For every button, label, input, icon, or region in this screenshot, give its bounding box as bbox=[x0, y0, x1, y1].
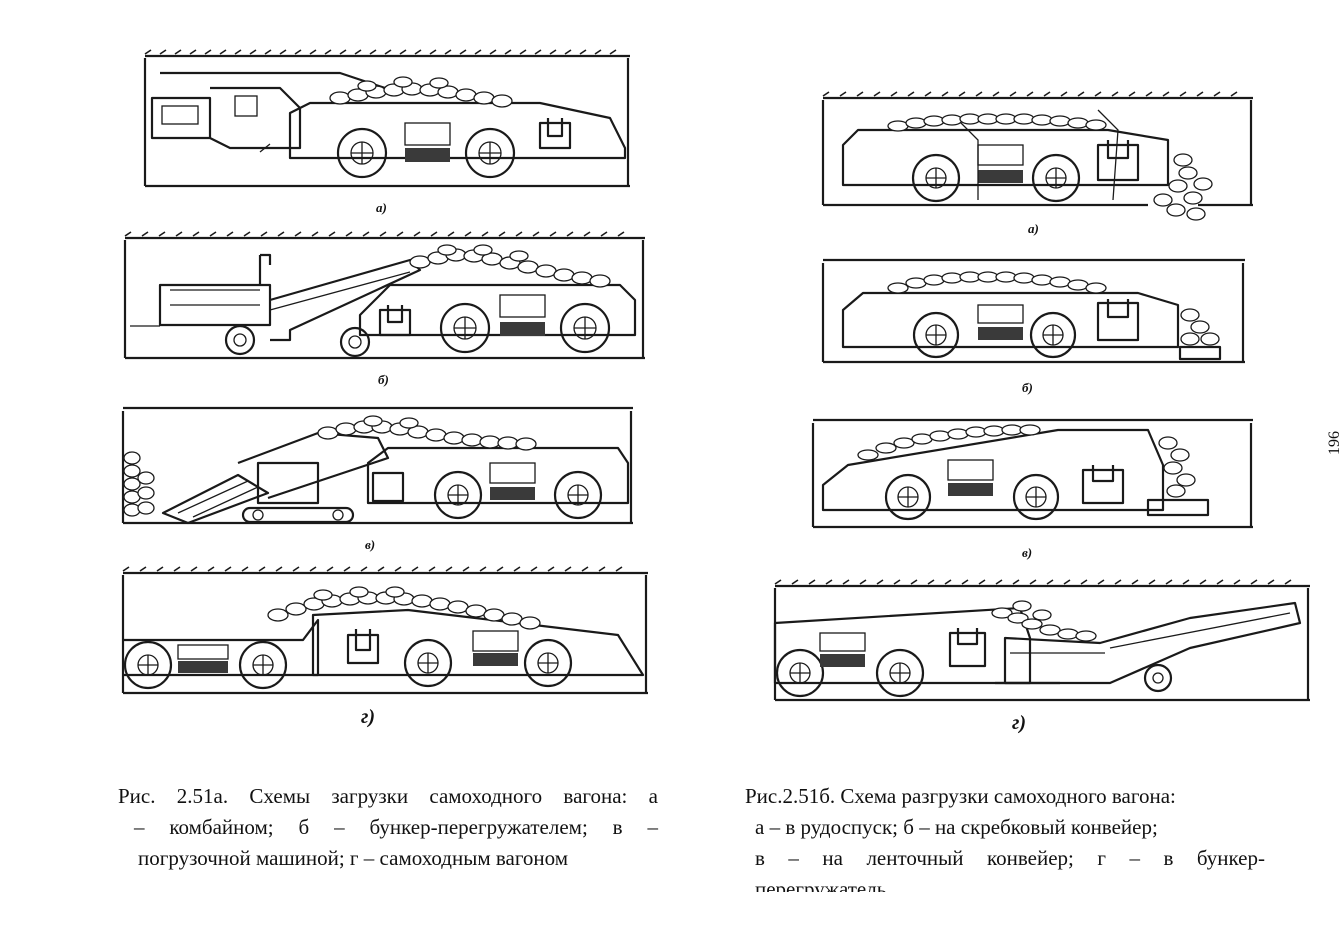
right-panel-a-label: а) bbox=[1028, 221, 1039, 236]
right-caption-line-3: в – на ленточный конвейер; г – в бункер- bbox=[755, 846, 1265, 870]
left-panel-c-label: в) bbox=[365, 537, 376, 552]
right-figure-caption: Рис.2.51б. Схема разгрузки самоходного в… bbox=[745, 781, 1265, 892]
left-panel-d-drawing bbox=[121, 566, 648, 695]
right-panel-c-drawing bbox=[811, 418, 1253, 529]
left-panel-a-label: а) bbox=[376, 200, 387, 215]
left-panel-c-drawing bbox=[121, 406, 633, 525]
right-panel-d-label: г) bbox=[1012, 712, 1027, 734]
left-caption-line-3: погрузочной машиной; г – самоходным ваго… bbox=[138, 846, 569, 870]
right-caption-line-1: Рис.2.51б. Схема разгрузки самоходного в… bbox=[745, 784, 1176, 808]
right-panel-b-drawing bbox=[821, 258, 1245, 364]
right-panel-d-drawing bbox=[773, 579, 1310, 702]
right-panel-b-label: б) bbox=[1022, 380, 1033, 395]
right-panel-a-drawing bbox=[821, 91, 1253, 221]
left-panel-b-drawing bbox=[123, 231, 645, 360]
page-margin-number: 196 bbox=[1326, 431, 1342, 455]
left-figure-caption: Рис. 2.51а. Схемы загрузки самоходного в… bbox=[118, 781, 658, 874]
left-panel-d-label: г) bbox=[361, 706, 376, 728]
left-caption-line-2: – комбайном; б – бункер-перегружателем; … bbox=[134, 815, 658, 839]
right-panel-c-label: в) bbox=[1022, 545, 1033, 560]
right-caption-line-4: перегружатель bbox=[755, 877, 887, 892]
right-caption-line-2: а – в рудоспуск; б – на скребковый конве… bbox=[755, 815, 1158, 839]
left-panel-b-label: б) bbox=[378, 372, 389, 387]
left-caption-line-1: Рис. 2.51а. Схемы загрузки самоходного в… bbox=[118, 784, 658, 808]
left-panel-a-drawing bbox=[143, 49, 630, 188]
